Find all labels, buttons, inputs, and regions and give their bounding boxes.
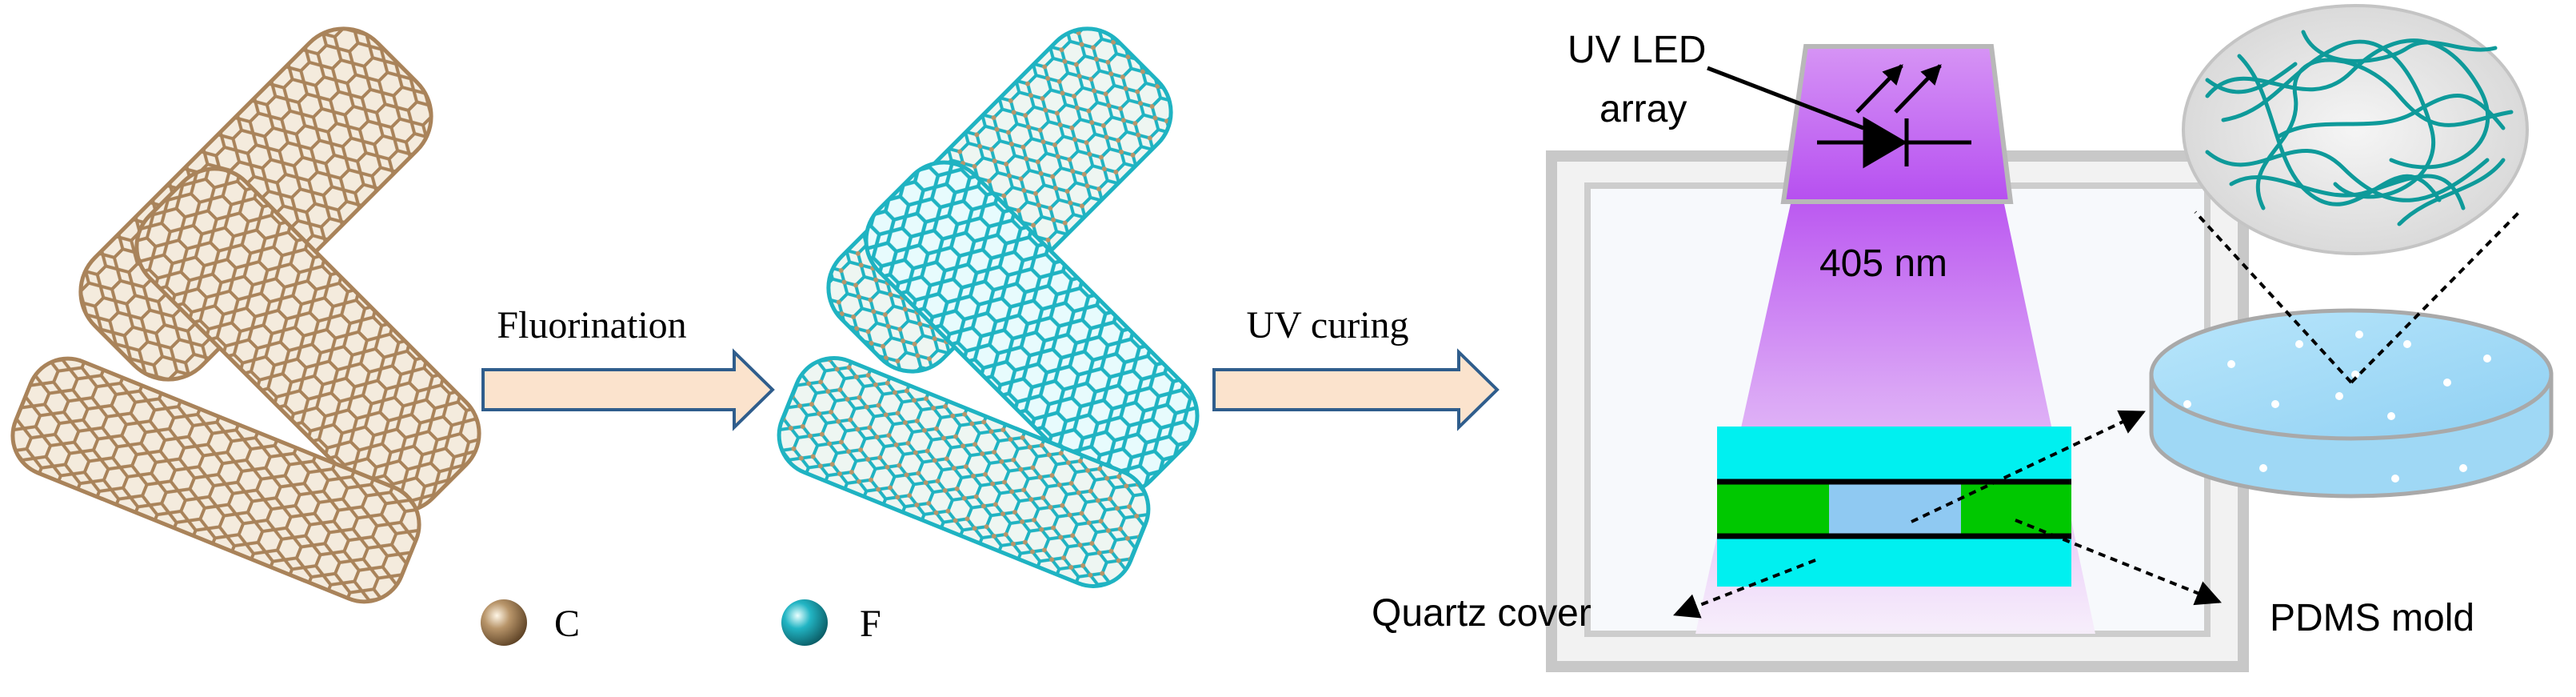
pdms-mold-label: PDMS mold xyxy=(2270,597,2474,639)
disc-pointer xyxy=(1911,410,2146,523)
pdms-mold-left xyxy=(1717,482,1829,536)
pristine-cnt-bundle xyxy=(10,26,481,604)
uv-led-label-line2: array xyxy=(1600,88,1687,130)
fluorination-label: Fluorination xyxy=(497,304,686,346)
fluorine-atom-icon xyxy=(781,599,828,646)
pristine-nanotube-lower xyxy=(10,356,421,604)
mold-assembly xyxy=(1717,427,2071,587)
wavelength-label: 405 nm xyxy=(1819,242,1947,285)
quartz-cover-label: Quartz cover xyxy=(1372,592,1592,635)
fluorinated-cnt-bundle xyxy=(777,26,1200,588)
atom-legend: C F xyxy=(481,599,881,646)
callout-arrows xyxy=(1673,410,2222,619)
fluorination-step: Fluorination xyxy=(481,304,775,431)
polymer-fibers xyxy=(2205,30,2514,226)
fluorination-arrow xyxy=(481,348,775,431)
led-icon xyxy=(1817,64,1971,169)
dispersed-particles xyxy=(2183,330,2491,483)
uv-led-array-box xyxy=(1780,44,2014,204)
pristine-nanotube-middle xyxy=(134,166,481,514)
pdms-mold-right xyxy=(1961,482,2071,536)
cured-composite-disc xyxy=(2149,308,2554,499)
uv-led-pointer xyxy=(1707,66,1864,130)
fiber-network-zoom xyxy=(2182,4,2529,384)
uv-curing-label: UV curing xyxy=(1246,304,1408,346)
uv-curing-step: UV curing xyxy=(1212,304,1500,431)
carbon-atom-icon xyxy=(481,599,527,646)
fluorinated-nanotube-lower xyxy=(777,356,1151,588)
fluorinated-nanotube-middle xyxy=(864,160,1200,496)
uv-led-label-line1: UV LED xyxy=(1568,29,1706,71)
uv-curing-arrow xyxy=(1212,348,1500,431)
uv-curing-chamber: UV LED array 405 nm Quartz cover PDMS mo… xyxy=(1372,29,2474,672)
mold-pointer xyxy=(2015,519,2222,606)
fluorine-legend-label: F xyxy=(860,603,881,645)
carbon-legend-label: C xyxy=(554,603,580,645)
